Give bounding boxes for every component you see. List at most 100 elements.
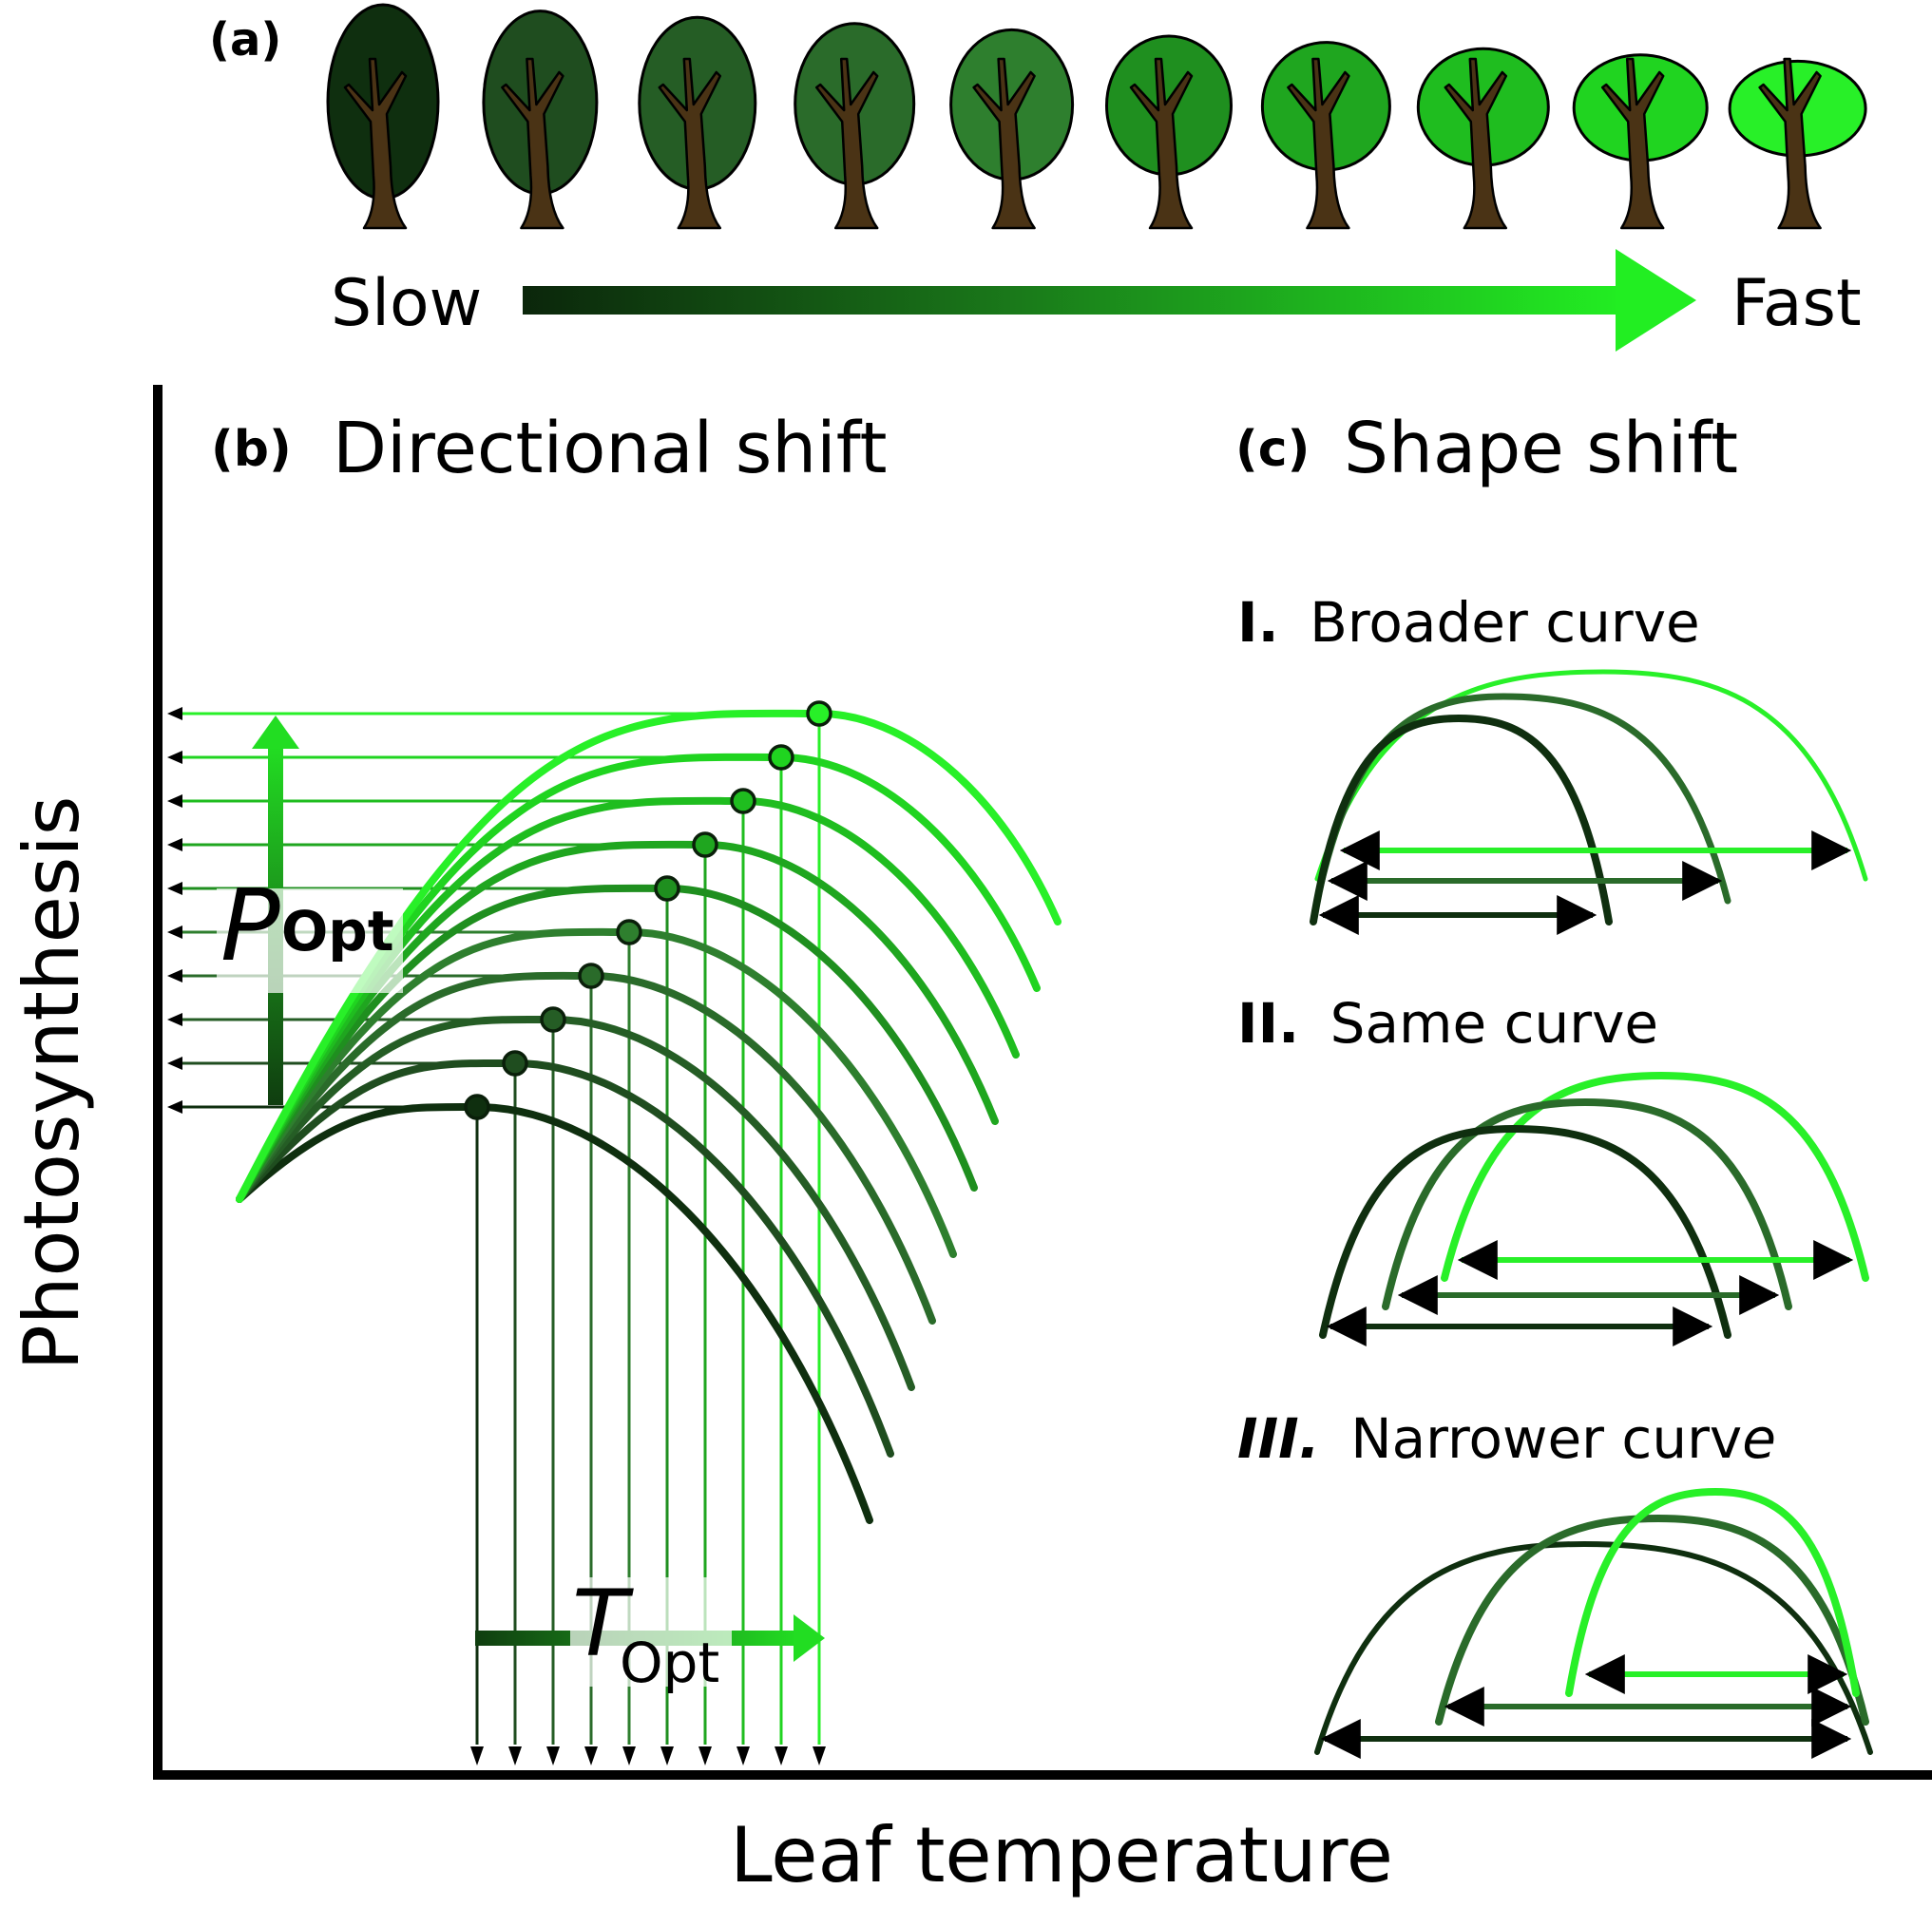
guide-arrowhead bbox=[167, 925, 182, 939]
sub1-text: Broader curve bbox=[1310, 590, 1700, 655]
sub3-text-italic: e bbox=[1742, 1406, 1776, 1471]
guide-arrowhead bbox=[167, 1057, 182, 1070]
guide-arrowhead bbox=[546, 1746, 560, 1765]
optimum-point bbox=[502, 1050, 528, 1077]
panel-c-label: (c) bbox=[1235, 421, 1310, 478]
response-curve bbox=[236, 1102, 873, 1524]
y-axis-label: Photosynthesis bbox=[8, 796, 96, 1371]
response-curve bbox=[236, 1059, 894, 1458]
slow-label: Slow bbox=[331, 266, 482, 341]
sub2-curves bbox=[1319, 1071, 1869, 1346]
guide-arrowhead bbox=[167, 838, 182, 851]
tree-4 bbox=[794, 22, 916, 230]
sub2-title: II. Same curve bbox=[1237, 991, 1658, 1056]
t-opt-sub: Opt bbox=[620, 1631, 719, 1695]
guide-arrowhead bbox=[660, 1746, 674, 1765]
optimum-point bbox=[464, 1094, 490, 1120]
tree-trunk bbox=[972, 57, 1036, 230]
tree-trunk bbox=[1444, 57, 1508, 230]
tree-7 bbox=[1260, 41, 1391, 230]
response-curve bbox=[236, 1015, 915, 1391]
response-curve bbox=[236, 753, 1041, 1203]
optimum-point bbox=[768, 744, 794, 771]
axes: Photosynthesis Leaf temperature bbox=[8, 385, 1932, 1899]
sub2-text: Same curve bbox=[1330, 991, 1658, 1056]
guide-arrowhead bbox=[813, 1746, 826, 1765]
shape-shift-curves bbox=[1310, 669, 1873, 1759]
tree-6 bbox=[1105, 34, 1233, 230]
panel-b: (b) Directional shift P Opt T Opt bbox=[167, 408, 1062, 1765]
guide-arrowhead bbox=[167, 1013, 182, 1026]
guide-arrowhead bbox=[470, 1746, 484, 1765]
guide-arrowhead bbox=[167, 969, 182, 983]
guide-arrowhead bbox=[584, 1746, 598, 1765]
response-curves bbox=[236, 709, 1062, 1524]
p-opt-label: P Opt bbox=[217, 868, 403, 993]
sub1-title: I. Broader curve bbox=[1237, 590, 1700, 655]
tree-2 bbox=[482, 10, 599, 230]
guide-arrowhead bbox=[167, 882, 182, 895]
sub3-title: III. Narrower curve bbox=[1237, 1406, 1776, 1471]
tree-trunk bbox=[814, 57, 879, 230]
guide-arrowhead bbox=[508, 1746, 522, 1765]
tree-trunk bbox=[501, 57, 564, 230]
tree-trunk bbox=[343, 57, 408, 230]
shape-curve bbox=[1314, 669, 1868, 882]
tree-1 bbox=[326, 3, 440, 230]
panel-c: (c) Shape shift I. Broader curve II. Sam… bbox=[1235, 408, 1873, 1759]
t-opt-main: T bbox=[572, 1571, 634, 1677]
tree-trunk bbox=[1129, 57, 1194, 230]
tree-row bbox=[326, 3, 1867, 230]
tree-8 bbox=[1416, 47, 1550, 230]
panel-c-title: Shape shift bbox=[1344, 408, 1738, 489]
panel-b-label: (b) bbox=[211, 421, 292, 478]
tree-trunk bbox=[658, 57, 722, 230]
guide-arrowhead bbox=[167, 1100, 182, 1114]
optimum-point bbox=[578, 963, 604, 989]
tree-trunk bbox=[1600, 57, 1665, 230]
shape-curve bbox=[1565, 1487, 1860, 1697]
sub3-curves bbox=[1314, 1487, 1873, 1759]
optimum-point bbox=[540, 1006, 566, 1033]
tree-3 bbox=[638, 15, 757, 230]
panel-b-title: Directional shift bbox=[333, 408, 888, 489]
fast-label: Fast bbox=[1731, 266, 1862, 341]
guide-arrowhead bbox=[698, 1746, 712, 1765]
tree-trunk bbox=[1287, 57, 1350, 230]
optimum-point bbox=[654, 875, 680, 902]
optimum-point bbox=[806, 700, 832, 727]
sub1-curves bbox=[1310, 669, 1868, 935]
sub3-text: Narrower curv bbox=[1350, 1406, 1742, 1471]
panel-a-label: (a) bbox=[209, 13, 281, 67]
guide-arrowhead bbox=[622, 1746, 636, 1765]
tree-5 bbox=[949, 28, 1075, 230]
shape-curve bbox=[1313, 693, 1731, 905]
guide-arrowhead bbox=[775, 1746, 788, 1765]
shape-curve bbox=[1319, 1124, 1731, 1339]
tree-10 bbox=[1728, 57, 1867, 230]
p-opt-main: P bbox=[220, 868, 280, 983]
shape-curve bbox=[1314, 1540, 1873, 1755]
optimum-point bbox=[616, 919, 642, 945]
sub1-roman: I. bbox=[1237, 590, 1279, 655]
response-curve bbox=[236, 709, 1062, 1203]
x-axis-label: Leaf temperature bbox=[730, 1811, 1393, 1899]
shape-curve bbox=[1310, 714, 1613, 925]
optimum-points bbox=[464, 700, 832, 1120]
shape-curve bbox=[1435, 1514, 1869, 1726]
shape-curve bbox=[1382, 1097, 1792, 1310]
tree-trunk bbox=[1758, 57, 1822, 230]
sub2-roman: II. bbox=[1237, 991, 1299, 1056]
t-opt-label: T Opt bbox=[570, 1571, 732, 1695]
p-opt-sub: Opt bbox=[281, 899, 394, 964]
panel-a: (a) Slow Fast bbox=[209, 3, 1867, 352]
shape-curve bbox=[1441, 1071, 1869, 1282]
guide-arrowhead bbox=[167, 707, 182, 720]
guide-arrowhead bbox=[167, 751, 182, 764]
guide-arrowhead bbox=[167, 794, 182, 808]
optimum-point bbox=[730, 788, 756, 814]
optimum-point bbox=[692, 831, 718, 858]
sub3-roman: III. bbox=[1237, 1406, 1320, 1471]
tree-9 bbox=[1572, 53, 1709, 230]
